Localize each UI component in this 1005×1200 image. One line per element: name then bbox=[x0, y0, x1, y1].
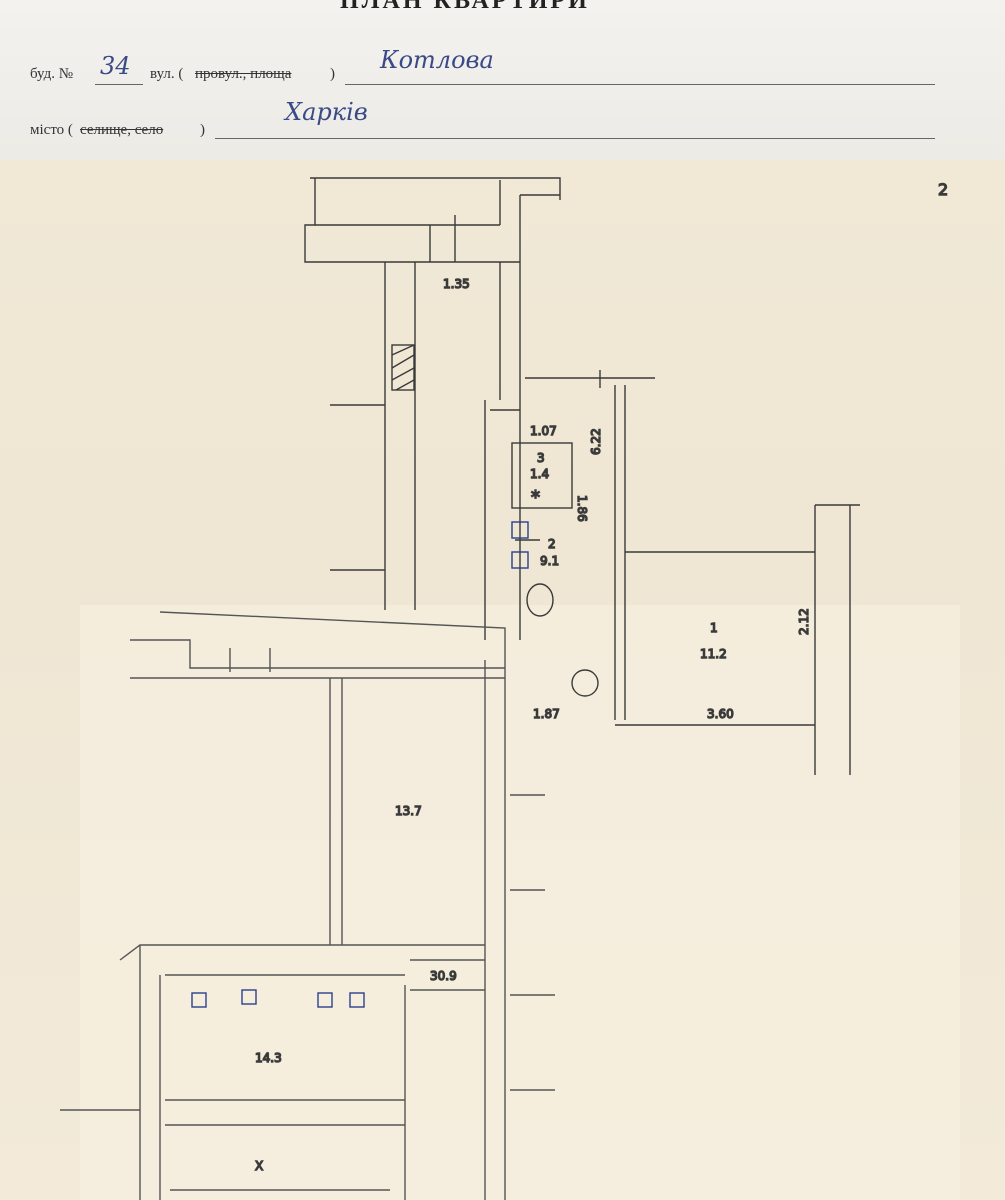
house-line bbox=[95, 84, 143, 85]
house-number: 34 bbox=[100, 52, 131, 80]
dim-kitchen-width: 1.07 bbox=[530, 424, 557, 438]
dim-bottom-right: 3.60 bbox=[707, 707, 734, 721]
city-value: Харків bbox=[285, 98, 368, 126]
kitchen-bath-block bbox=[511, 370, 860, 775]
street-label-suffix: ) bbox=[330, 66, 335, 82]
street-label-prefix: вул. ( bbox=[150, 66, 184, 82]
city-label-suffix: ) bbox=[200, 122, 205, 138]
street-label-struck: провул., площа bbox=[195, 66, 292, 82]
dim-bottom-left: 1.87 bbox=[533, 707, 560, 721]
kitchen-area: 9.1 bbox=[540, 554, 559, 568]
lower-mark-b: 30.9 bbox=[430, 969, 457, 983]
lower-mark-c: 14.3 bbox=[255, 1051, 282, 1065]
dim-corridor-width: 1.35 bbox=[443, 277, 470, 291]
plan-sheet-lower bbox=[80, 605, 960, 1200]
city-label-prefix: місто ( bbox=[30, 122, 73, 138]
dim-bath-depth: 1.86 bbox=[575, 495, 589, 522]
house-label: буд. № bbox=[30, 66, 74, 82]
lower-mark-d: X bbox=[255, 1159, 263, 1173]
room-number: 1 bbox=[710, 621, 718, 635]
bath-number: 3 bbox=[537, 451, 545, 465]
upper-corridor bbox=[304, 177, 561, 640]
room-area: 11.2 bbox=[700, 647, 727, 661]
street-line bbox=[345, 84, 935, 85]
form-header: ПЛАН КВАРТИРИ буд. № 34 вул. ( провул., … bbox=[0, 0, 1005, 175]
page-mark: 2 bbox=[938, 180, 948, 199]
city-label-struck: селище, село bbox=[80, 122, 164, 138]
bath-area: 1.4 bbox=[530, 467, 549, 481]
kitchen-number: 2 bbox=[548, 537, 556, 551]
dim-side-length: 6.22 bbox=[589, 428, 603, 455]
lower-mark-a: 13.7 bbox=[395, 804, 422, 818]
form-title: ПЛАН КВАРТИРИ bbox=[340, 0, 590, 14]
city-line bbox=[215, 138, 935, 139]
lower-plan bbox=[60, 611, 555, 1200]
gas-asterisk: * bbox=[531, 487, 540, 508]
street-value: Котлова bbox=[380, 46, 494, 74]
dim-right-height: 2.12 bbox=[797, 608, 811, 635]
